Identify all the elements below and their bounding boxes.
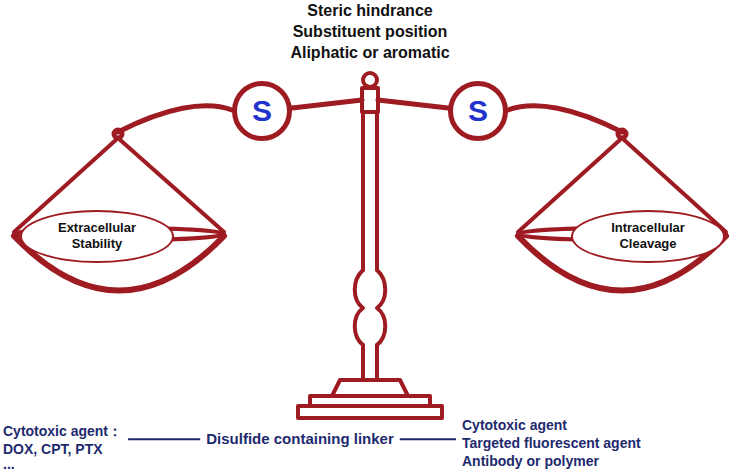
base-plate bbox=[298, 406, 442, 418]
beam-arm bbox=[292, 100, 362, 108]
pan-label: Intracellular Cleavage bbox=[598, 220, 698, 251]
conjugate-item: Targeted fluorescent agent bbox=[462, 436, 641, 451]
ellipsis: ... bbox=[3, 457, 15, 472]
design-factor: Aliphatic or aromatic bbox=[290, 44, 449, 62]
linker-label: Disulfide containing linker bbox=[206, 431, 394, 448]
post-knot bbox=[355, 270, 386, 345]
pan-ellipse: Intracellular Cleavage bbox=[571, 210, 725, 263]
conjugate-item: Cytotoxic agent bbox=[462, 418, 567, 433]
post bbox=[363, 345, 377, 380]
pan-label: Extracellular Stability bbox=[47, 220, 147, 251]
sulfur-circle: S bbox=[448, 81, 508, 141]
beam-arm bbox=[378, 100, 448, 108]
design-factor: Substituent position bbox=[293, 23, 448, 41]
payload-heading: Cytotoxic agent： bbox=[3, 424, 122, 439]
sulfur-circle: S bbox=[232, 81, 292, 141]
atom-symbol: S bbox=[468, 96, 488, 126]
beam-arm bbox=[508, 106, 622, 132]
link-dash bbox=[128, 438, 200, 440]
payload-list: DOX, CPT, PTX bbox=[3, 442, 103, 457]
post-head bbox=[362, 88, 378, 112]
atom-symbol: S bbox=[252, 96, 272, 126]
pan-ellipse: Extracellular Stability bbox=[20, 210, 174, 263]
base-top bbox=[332, 380, 408, 396]
post bbox=[363, 112, 377, 270]
link-dash bbox=[400, 438, 456, 440]
beam-arm bbox=[118, 106, 232, 132]
post-knob bbox=[363, 73, 377, 87]
conjugate-item: Antibody or polymer bbox=[462, 454, 599, 469]
design-factor: Steric hindrance bbox=[307, 2, 432, 20]
